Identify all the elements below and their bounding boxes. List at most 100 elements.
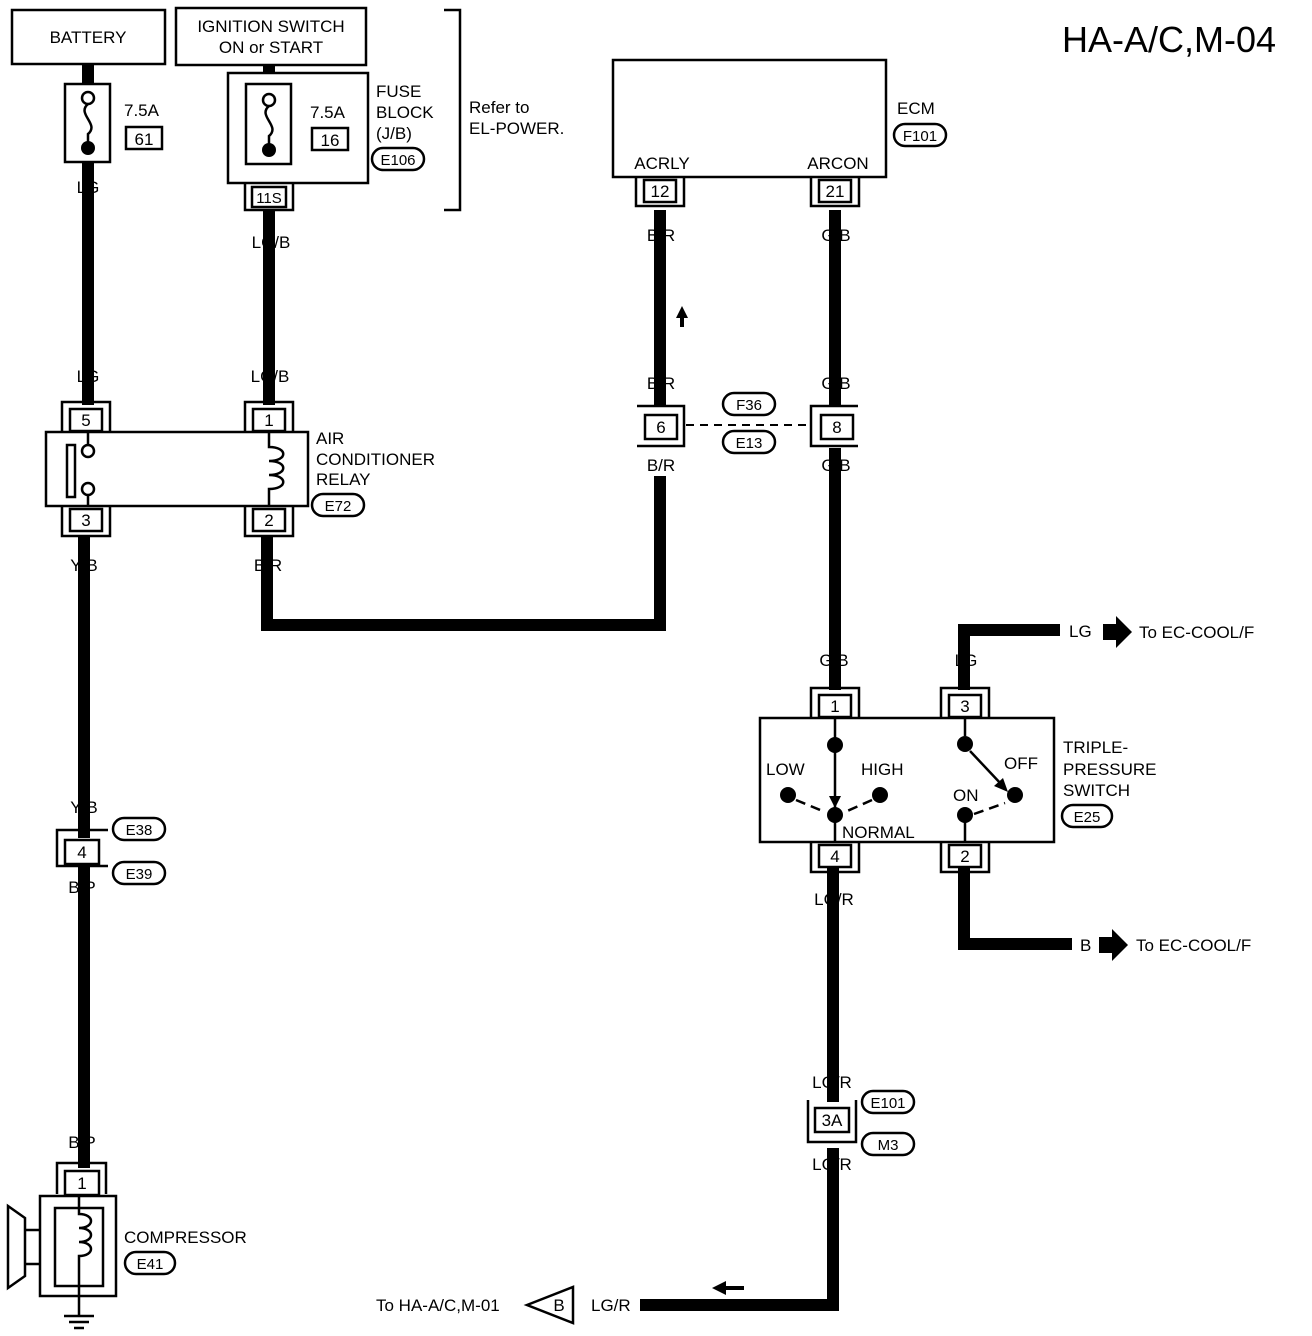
- switch-code: E25: [1074, 809, 1101, 826]
- wire-label-lg-3: LG: [955, 651, 978, 670]
- wire-switch-2-to-ec-cool: [958, 866, 1072, 950]
- air-conditioner-relay: LG LG/B 5 1 3 2 AIR CONDITIONER RELAY E7…: [44, 367, 435, 575]
- compressor-pulley-icon: [6, 1203, 40, 1291]
- refer-line1: Refer to: [469, 98, 529, 117]
- wire-label-gb-4: G/B: [819, 651, 848, 670]
- relay-pin-3: 3: [81, 511, 90, 530]
- joint-code-top: F36: [736, 397, 762, 414]
- switch-blade: [969, 750, 1003, 786]
- ecm-pin-21: 21: [826, 182, 845, 201]
- wire-label-b-2: B: [1080, 936, 1091, 955]
- wire-label-lgr-2: LG/R: [812, 1073, 852, 1092]
- connector-e39-code: E39: [126, 866, 153, 883]
- ignition-fuse-element: [264, 105, 274, 148]
- switch-pin-4: 4: [830, 847, 839, 866]
- switch-box: [758, 716, 1056, 844]
- joint-pin-8: 8: [832, 418, 841, 437]
- ref-ha-m01-marker: B: [553, 1296, 564, 1315]
- wire-label-lg-1: LG: [77, 178, 100, 197]
- switch-pin-3: 3: [960, 697, 969, 716]
- switch-contact: [780, 787, 796, 803]
- switch-arrow-icon: [829, 796, 841, 808]
- connector-e101-shell: [806, 1100, 858, 1144]
- connector-m3-code: M3: [878, 1137, 899, 1154]
- connector-e38-pin-box: [63, 838, 101, 866]
- switch-contact: [1007, 787, 1023, 803]
- switch-low-label: LOW: [766, 760, 805, 779]
- compressor-clutch-coil-icon: [77, 1196, 93, 1296]
- relay-pin-2-shell: [243, 506, 295, 538]
- relay-pin-1-shell: [243, 400, 295, 432]
- connector-e101-code: E101: [870, 1095, 905, 1112]
- switch-label-line1: TRIPLE-: [1063, 738, 1128, 757]
- wire-label-gb-3: G/B: [821, 456, 850, 475]
- switch-pin-2: 2: [960, 847, 969, 866]
- joint-code-top-badge: [721, 391, 777, 417]
- ecm-pin-21-shell: [809, 177, 861, 208]
- relay-pin-5: 5: [81, 411, 90, 430]
- relay-pin-3-box: [68, 507, 104, 533]
- fuse-block-line1: FUSE: [376, 82, 421, 101]
- switch-contact: [957, 736, 973, 752]
- joint-code-bottom-badge: [721, 429, 777, 455]
- ecm-pin-arcon-name: ARCON: [807, 154, 868, 173]
- switch-dashed-links: [973, 801, 1006, 816]
- battery-fuse-terminal: [81, 141, 95, 155]
- switch-on-label: ON: [953, 786, 979, 805]
- fuse-block-line2: BLOCK: [376, 103, 434, 122]
- ignition-fuse-rating: 7.5A: [310, 103, 346, 122]
- relay-label-line1: AIR: [316, 429, 344, 448]
- ref-ha-m01: To HA-A/C,M-01: [376, 1296, 500, 1315]
- wire-label-br-ecm: B/R: [647, 226, 675, 245]
- ignition-switch-box: [174, 6, 368, 67]
- connector-e101-pin: 3A: [822, 1111, 843, 1130]
- connector-11s-label: 11S: [256, 190, 282, 207]
- joint-pin-8-shell: [809, 404, 858, 448]
- relay-code: E72: [325, 498, 352, 515]
- joint-pin-6-shell: [637, 404, 686, 448]
- switch-dashed-links: [795, 798, 873, 814]
- ignition-fuse-number: 16: [321, 131, 340, 150]
- switch-label-line2: PRESSURE: [1063, 760, 1157, 779]
- joint-pin-6-box: [643, 413, 679, 441]
- switch-pin-1: 1: [830, 697, 839, 716]
- wire-label-gb-ecm: G/B: [821, 226, 850, 245]
- relay-pin-5-shell: [60, 400, 112, 432]
- ignition-label-line2: ON or START: [219, 38, 323, 57]
- wire-label-lgr-3: LG/R: [812, 1155, 852, 1174]
- ecm-pin-acrly-name: ACRLY: [634, 154, 689, 173]
- connector-e38-badge: [111, 816, 167, 842]
- wire-label-lgb-1: LG/B: [252, 233, 291, 252]
- joint-pin-6: 6: [656, 418, 665, 437]
- fuse-block-line3: (J/B): [376, 124, 412, 143]
- compressor-label: COMPRESSOR: [124, 1228, 247, 1247]
- wire-label-lgr-1: LG/R: [814, 890, 854, 909]
- battery-fuse-number-box: [124, 125, 164, 151]
- ref-ec-cool-2: To EC-COOL/F: [1136, 936, 1251, 955]
- ecm-code-badge: [892, 122, 948, 148]
- ecm-box: [611, 58, 888, 179]
- wire-m3-to-ha-m01: [640, 1148, 839, 1311]
- wire-switch-3-to-ec-cool: [958, 624, 1060, 690]
- refer-line2: EL-POWER.: [469, 119, 564, 138]
- battery-label: BATTERY: [50, 28, 127, 47]
- switch-contact: [872, 787, 888, 803]
- ignition-fuse-number-box: [310, 126, 350, 152]
- joint-pin-8-box: [819, 413, 855, 441]
- switch-contact: [827, 807, 843, 823]
- ecm: ECM F101 ACRLY ARCON 12 21 B/R G/B B/R G…: [611, 58, 948, 393]
- diagram-title: HA-A/C,M-04: [1062, 19, 1276, 60]
- wire-label-bp-2: B/P: [68, 1133, 95, 1152]
- switch-pin-1-shell: [809, 686, 861, 718]
- switch-contact: [957, 807, 973, 823]
- battery-fuse-rating: 7.5A: [124, 101, 160, 120]
- ecm-label: ECM: [897, 99, 935, 118]
- wire-label-yb-1: Y/B: [70, 556, 97, 575]
- wire-label-gb-2: G/B: [821, 374, 850, 393]
- ref-ec-cool-1: To EC-COOL/F: [1139, 623, 1254, 642]
- battery-box: [10, 8, 167, 66]
- relay-coil-icon: [267, 432, 285, 506]
- ignition-label-line1: IGNITION SWITCH: [197, 17, 344, 36]
- offpage-connector-icon: [523, 1285, 575, 1325]
